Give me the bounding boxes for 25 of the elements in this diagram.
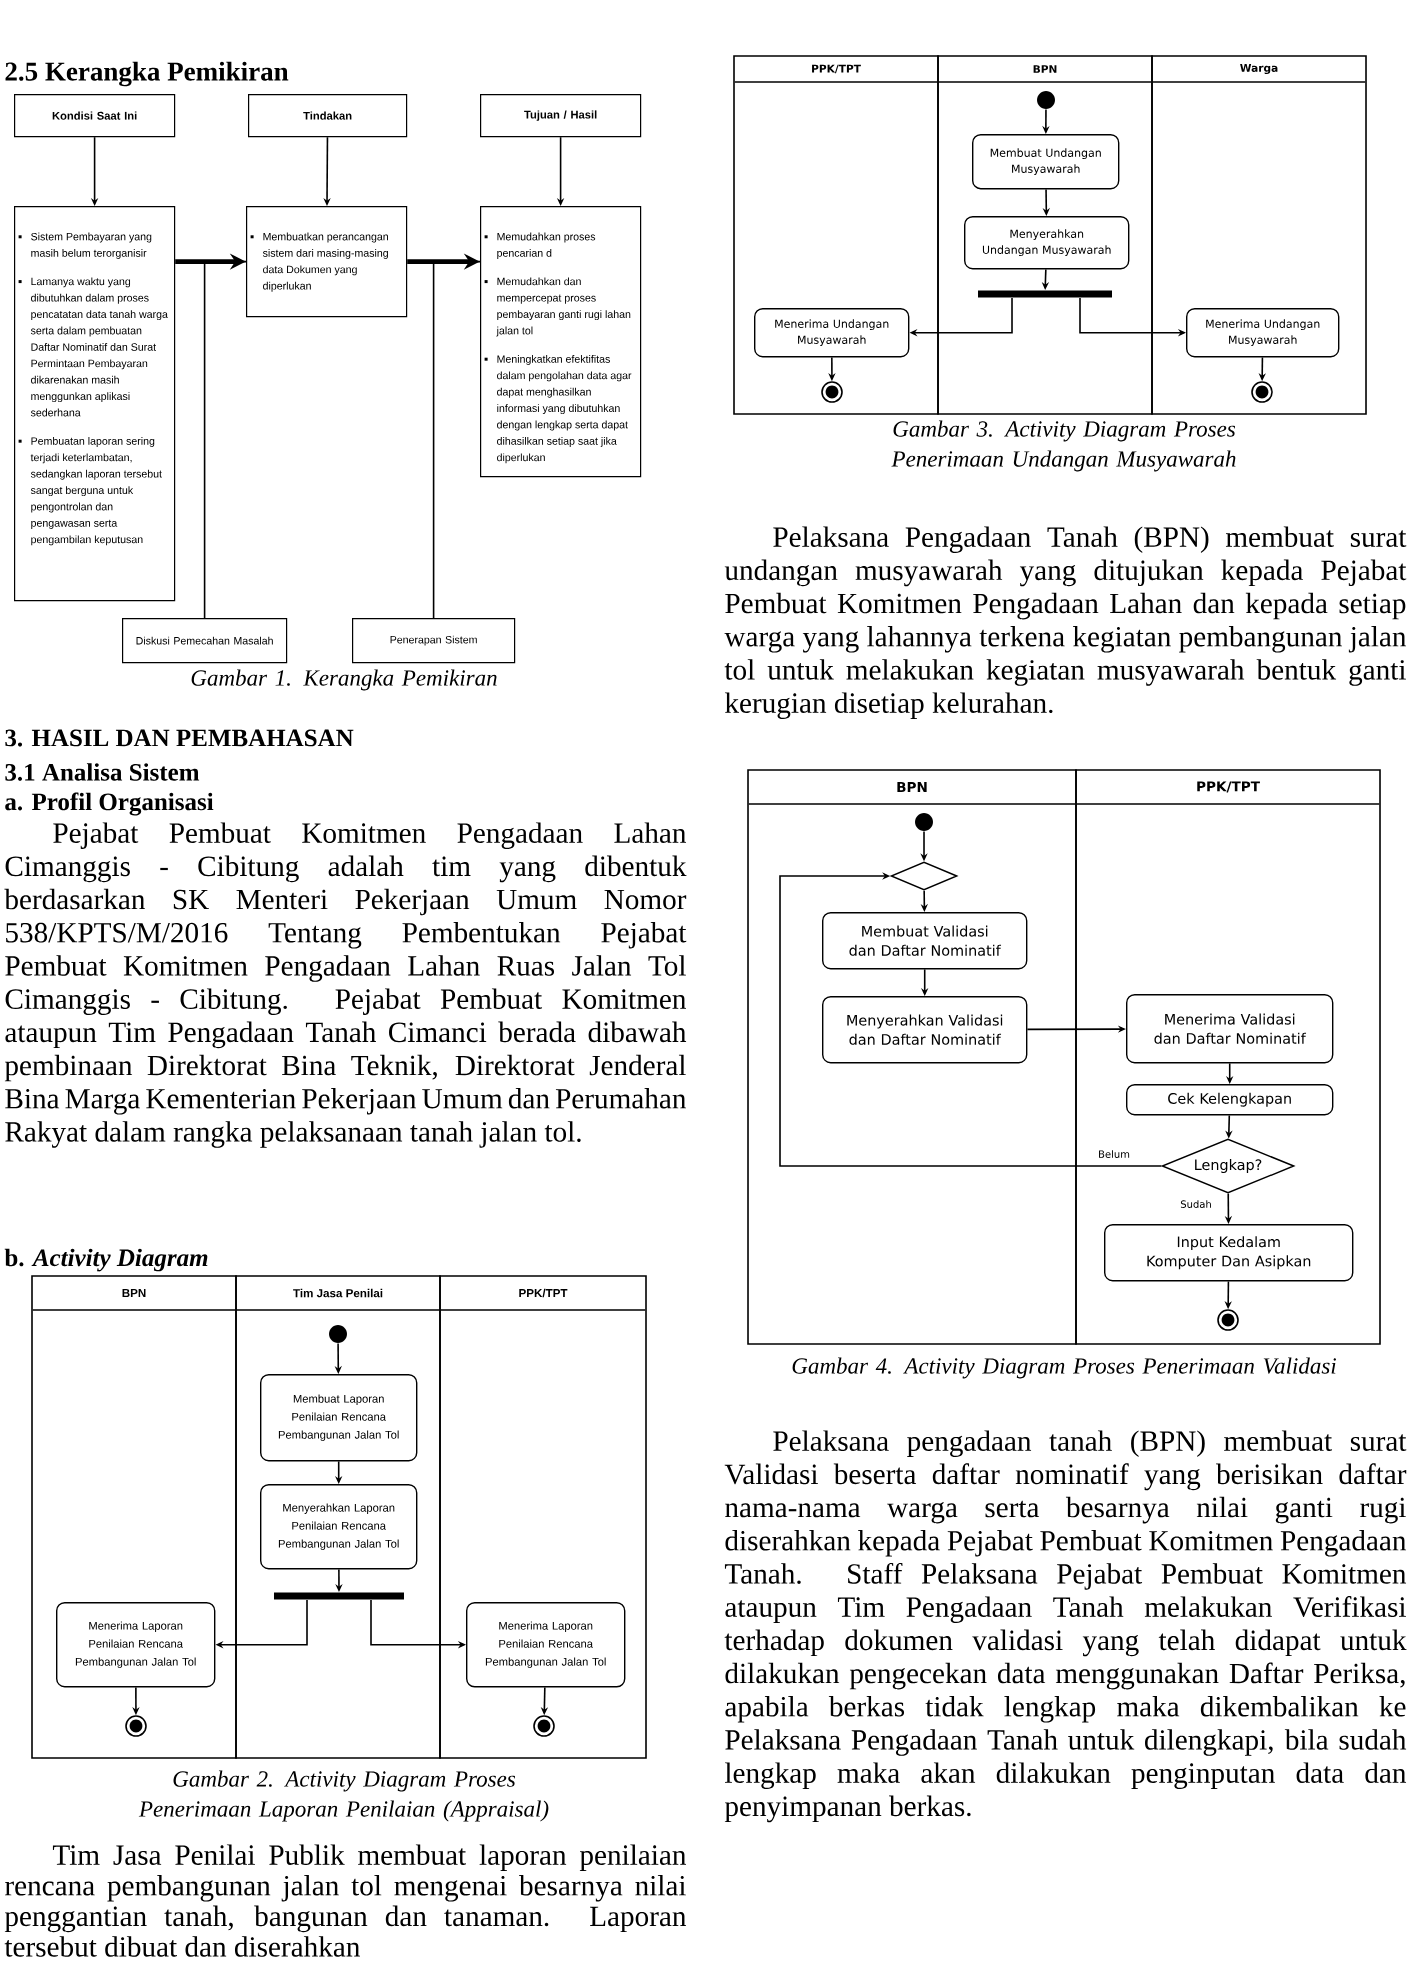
- section-heading: b. Activity Diagram: [4, 1248, 208, 1272]
- start-node: [1037, 91, 1055, 109]
- figure-caption: Gambar 1. Kerangka Pemikiran: [191, 669, 497, 691]
- fork-bar: [978, 290, 1112, 298]
- section-heading: 3. HASIL DAN PEMBAHASAN: [5, 729, 354, 747]
- end-node: [533, 1715, 555, 1737]
- figure-caption: Gambar 2. Activity Diagram Proses Penerimaan Laporan Penilaian (Appraisal): [138, 1770, 549, 1822]
- start-node: [329, 1325, 347, 1343]
- end-node: [1251, 381, 1273, 403]
- figure-caption: Gambar 4. Activity Diagram Proses Penerimaan Validasi: [792, 1357, 1336, 1379]
- body-paragraph: Pejabat Pembuat Komitmen Pengadaan Lahan Cimanggis - Cibitung adalah tim yang dibentuk berdasarkan SK Menteri Pekerjaan Umum Nomor 538/KPTS/M/2016 Tentang Pembentukan Pejabat Pembuat Komitmen Pengadaan Lahan Ruas Jalan Tol Cimanggis - Cibitung. Pejabat Pembuat Komitmen ataupun Tim Pengadaan Tanah Cimanci berada dibawah pembinaan Direktorat Bina Teknik, Direktorat Jenderal Bina Marga Kementerian Pekerjaan Umum dan Perumahan Rakyat dalam rangka pelaksanaan tanah jalan tol.: [4, 822, 687, 1148]
- body-paragraph: Pelaksana pengadaan tanah (BPN) membuat surat Validasi beserta daftar nominatif yang berisikan daftar nama-nama warga serta besarnya nilai ganti rugi diserahkan kepada Pejabat Pembuat Komitmen Pengadaan Tanah. Staff Pelaksana Pejabat Pembuat Komitmen ataupun Tim Pengadaan Tanah melakukan Verifikasi terhadap dokumen validasi yang telah didapat untuk dilakukan pengecekan data menggunakan Daftar Periksa, apabila berkas tidak lengkap maka dikembalikan ke Pelaksana Pengadaan Tanah untuk dilengkapi, bila sudah lengkap maka akan dilakukan penginputan data dan penyimpanan berkas.: [724, 1430, 1407, 1823]
- connector-line: [432, 260, 481, 619]
- start-node: [915, 813, 933, 831]
- section-heading: a. Profil Organisasi: [5, 792, 214, 816]
- section-heading: 3.1 Analisa Sistem: [5, 763, 200, 781]
- connector-line: [203, 260, 247, 619]
- end-node: [1217, 1309, 1239, 1331]
- section-heading: 2.5 Kerangka Pemikiran: [5, 61, 289, 87]
- body-paragraph: Pelaksana Pengadaan Tanah (BPN) membuat surat undangan musyawarah yang ditujukan kepada Pejabat Pembuat Komitmen Pengadaan Lahan dan kepada setiap warga yang lahannya terkena kegiatan pembangunan jalan tol untuk melakukan kegiatan musyawarah bentuk ganti kerugian disetiap kelurahan.: [724, 526, 1407, 719]
- end-node: [821, 381, 843, 403]
- body-paragraph: Tim Jasa Penilai Publik membuat laporan penilaian rencana pembangunan jalan tol mengenai besarnya nilai penggantian tanah, bangunan dan tanaman. Laporan tersebut dibuat dan diserahkan: [4, 1844, 687, 1957]
- arrow: [779, 872, 1163, 1167]
- end-node: [125, 1715, 147, 1737]
- figure-caption: Gambar 3. Activity Diagram Proses Penerimaan Undangan Musyawarah: [891, 420, 1236, 472]
